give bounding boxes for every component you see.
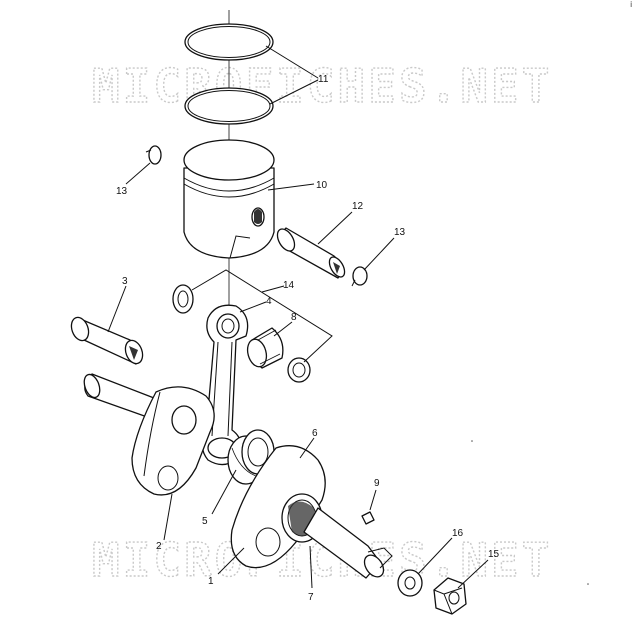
callout-3: 3: [122, 276, 128, 287]
piston-ring-lower: [184, 87, 274, 125]
leader-4: [239, 301, 267, 313]
callout-15: 15: [488, 549, 500, 560]
leader-13a: [125, 162, 151, 185]
leader-1: [217, 547, 245, 575]
leader-10: [267, 183, 315, 191]
piston: [183, 139, 275, 259]
leader-5: [211, 469, 237, 515]
callout-8: 8: [291, 312, 297, 323]
callout-7: 7: [308, 592, 314, 603]
callout-13-right: 13: [394, 227, 406, 238]
callout-16: 16: [452, 528, 464, 539]
leader-13b: [363, 237, 395, 271]
callout-12: 12: [352, 201, 364, 212]
leader-15: [457, 559, 489, 589]
corner-mark: i: [630, 0, 632, 9]
leader-14-bracket: [191, 269, 333, 363]
callout-4: 4: [266, 296, 272, 307]
woodruff-key: [361, 511, 375, 525]
leader-9: [369, 489, 377, 511]
callout-9: 9: [374, 478, 380, 489]
thrust-washer-lower: [287, 357, 311, 383]
callout-13-left: 13: [116, 186, 128, 197]
crankshaft-half-left: [83, 373, 215, 496]
piston-ring-upper: [184, 23, 274, 61]
leader-14: [261, 285, 285, 293]
circlip-right: [351, 266, 368, 287]
leader-2: [163, 493, 173, 541]
leader-3: [107, 285, 127, 333]
piston-pin: [276, 227, 346, 279]
watermark-top: MICROFICHES.NET: [92, 59, 552, 113]
speck: [471, 440, 473, 442]
callout-10: 10: [316, 180, 328, 191]
callout-6: 6: [312, 428, 318, 439]
crankshaft-half-right: [230, 445, 393, 579]
callout-11: 11: [318, 74, 329, 85]
leader-11b: [269, 79, 319, 105]
nut: [433, 577, 467, 615]
leader-12: [317, 211, 353, 245]
leader-7: [309, 545, 313, 589]
callout-14: 14: [283, 280, 295, 291]
washer: [397, 569, 423, 597]
callout-5: 5: [202, 516, 208, 527]
callout-1: 1: [208, 576, 214, 587]
speck: [587, 583, 589, 585]
thrust-washer-upper: [172, 284, 194, 314]
leader-16: [417, 537, 453, 575]
leader-11a: [265, 45, 319, 79]
needle-bearing: [246, 327, 284, 369]
circlip-left: [145, 145, 162, 165]
main-bearing: [227, 429, 275, 485]
crank-pin: [70, 316, 144, 365]
callout-2: 2: [156, 541, 162, 552]
leader-8: [273, 321, 293, 337]
leader-6: [299, 437, 315, 459]
